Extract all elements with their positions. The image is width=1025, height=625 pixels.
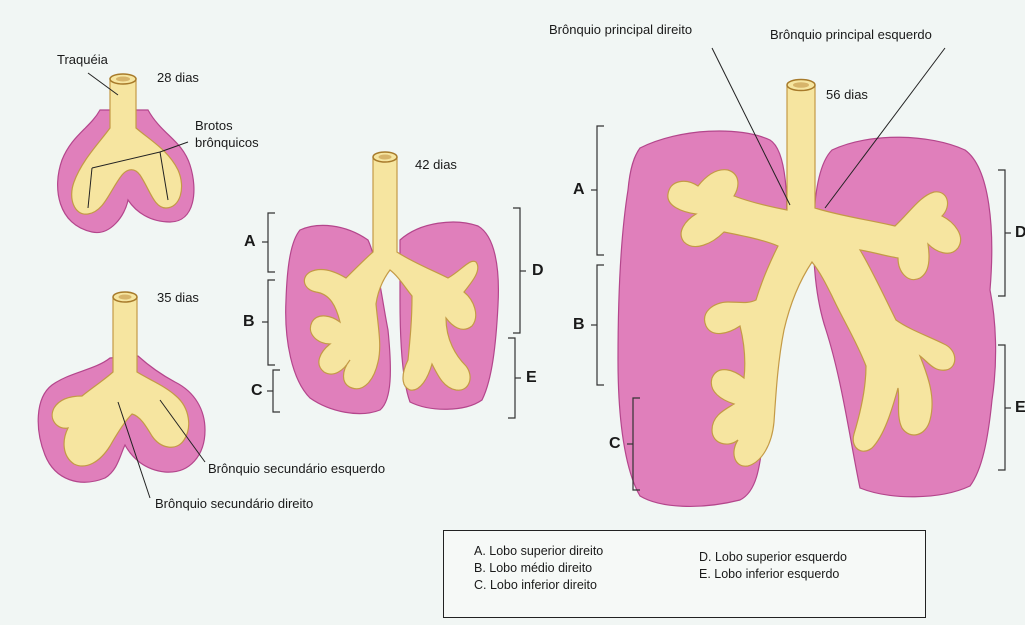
legend-item-a: A. Lobo superior direito (474, 544, 603, 559)
lobe-letter-a-42: A (244, 233, 256, 251)
mesenchyme-56-left (814, 137, 996, 497)
stage-28-days-drawing (58, 74, 194, 233)
left-secondary-bronchus-label: Brônquio secundário esquerdo (208, 461, 385, 476)
legend-item-e: E. Lobo inferior esquerdo (699, 567, 839, 582)
lobe-letter-c-42: C (251, 382, 263, 400)
lung-buds-label-line1: Brotos (195, 118, 233, 133)
legend-item-d: D. Lobo superior esquerdo (699, 550, 847, 565)
legend-item-b: B. Lobo médio direito (474, 561, 592, 576)
lung-buds-label-line2: brônquicos (195, 135, 259, 150)
trachea-label: Traquéia (57, 52, 108, 67)
age-56-label: 56 dias (826, 87, 868, 102)
age-28-label: 28 dias (157, 70, 199, 85)
lobe-letter-a-56: A (573, 181, 585, 199)
right-secondary-bronchus-label: Brônquio secundário direito (155, 496, 313, 511)
legend-item-c: C. Lobo inferior direito (474, 578, 597, 593)
stage-42-days-drawing (286, 152, 499, 414)
lobe-letter-d-56: D (1015, 224, 1025, 242)
lobe-letter-e-42: E (526, 369, 537, 387)
right-main-bronchus-label: Brônquio principal direito (549, 22, 692, 37)
lobe-letter-d-42: D (532, 262, 544, 280)
lobe-letter-c-56: C (609, 435, 621, 453)
lobe-letter-b-56: B (573, 316, 585, 334)
lobe-letter-e-56: E (1015, 399, 1025, 417)
stage-35-days-drawing (38, 292, 205, 482)
lobe-letter-b-42: B (243, 313, 255, 331)
stage-56-days-drawing (618, 80, 996, 507)
age-42-label: 42 dias (415, 157, 457, 172)
legend-box: A. Lobo superior direito B. Lobo médio d… (443, 530, 926, 618)
left-main-bronchus-label: Brônquio principal esquerdo (770, 27, 932, 42)
age-35-label: 35 dias (157, 290, 199, 305)
